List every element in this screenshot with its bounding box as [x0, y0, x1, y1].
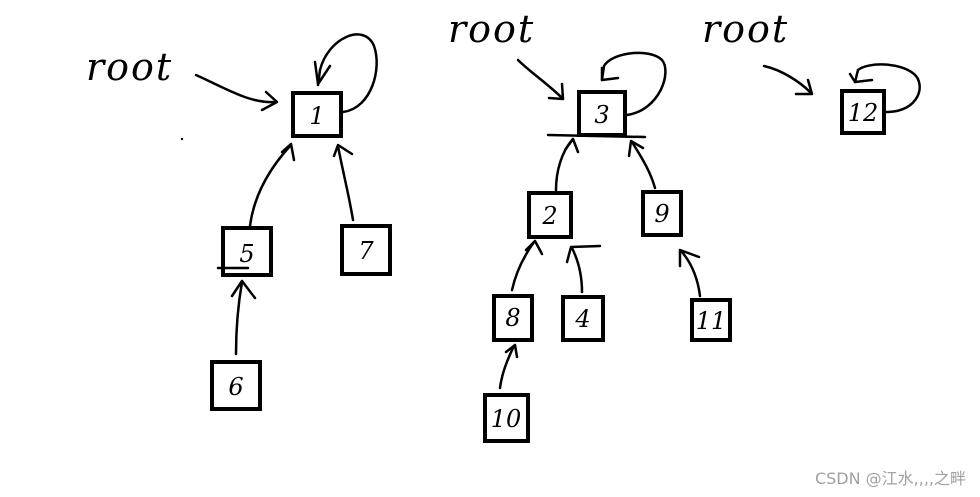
edge-10-to-8 — [498, 344, 516, 390]
edge-7-to-1-arrowhead — [332, 143, 354, 158]
self-loop-1 — [316, 33, 378, 114]
node-10 — [483, 393, 530, 443]
edge-9-to-3 — [630, 140, 657, 190]
node-1-label: 1 — [309, 102, 324, 130]
edge-8-to-2 — [510, 240, 536, 292]
node-11 — [690, 298, 732, 342]
self-loop-arrowhead-12 — [848, 72, 874, 84]
edge-6-to-5 — [234, 280, 244, 356]
edge-11-to-9-arrowhead — [678, 248, 701, 268]
edge-6-to-5-arrowhead — [230, 279, 257, 300]
edge-2-to-3-arrowhead — [563, 137, 580, 154]
root-pointer-arrow-2 — [516, 58, 564, 100]
node-12 — [840, 89, 886, 135]
edge-8-to-2-arrowhead — [524, 239, 544, 256]
stray-dot — [180, 137, 184, 141]
node-11-label: 11 — [696, 307, 727, 335]
node-2 — [527, 191, 573, 239]
edge-5-to-1-arrowhead — [280, 142, 296, 162]
root-label-2: root — [448, 7, 535, 51]
edge-10-to-8-arrowhead — [504, 343, 519, 359]
node-3-label: 3 — [594, 101, 609, 129]
edge-9-to-3-arrowhead — [627, 139, 645, 158]
node-6-label: 6 — [228, 373, 243, 401]
root-pointer-arrowhead-1 — [260, 90, 279, 112]
edge-11-to-9 — [680, 250, 702, 298]
node-4 — [561, 295, 605, 342]
self-loop-3 — [600, 51, 667, 117]
edge-2-to-3 — [554, 138, 574, 192]
node-7-label: 7 — [358, 237, 374, 265]
watermark: CSDN @江水,,,,之畔 — [814, 469, 966, 488]
root-pointer-arrowhead-2 — [547, 82, 565, 101]
tree-3: root 12 — [702, 7, 921, 135]
node-8 — [492, 294, 534, 342]
self-loop-arrowhead-1 — [313, 60, 332, 86]
node-7 — [340, 224, 392, 276]
node-4-label: 4 — [574, 305, 590, 333]
edge-5-to-1 — [248, 144, 292, 228]
node-9-label: 9 — [654, 200, 669, 228]
node-2-label: 2 — [541, 202, 557, 230]
node-12-label: 12 — [848, 99, 879, 127]
node-5-label: 5 — [239, 240, 254, 268]
edge-4-to-2 — [570, 246, 584, 294]
node-9 — [641, 190, 683, 237]
node-6 — [210, 360, 262, 411]
root-pointer-arrowhead-3 — [794, 78, 814, 96]
tree-1: root 1 5 7 6 — [86, 33, 392, 411]
tree-2: root 3 2 9 8 — [448, 7, 732, 443]
node-3-base-line — [546, 133, 647, 139]
self-loop-arrowhead-3 — [600, 66, 620, 82]
root-pointer-arrow-3 — [762, 64, 812, 94]
root-pointer-arrow-1 — [194, 73, 278, 104]
node-8-label: 8 — [505, 304, 520, 332]
node-10-label: 10 — [491, 405, 522, 433]
node-1 — [291, 91, 343, 138]
edge-7-to-1 — [336, 144, 355, 222]
root-label-1: root — [86, 45, 173, 89]
self-loop-12 — [853, 63, 921, 114]
root-label-3: root — [702, 7, 789, 51]
edge-4-to-2-arrowhead — [565, 244, 602, 264]
